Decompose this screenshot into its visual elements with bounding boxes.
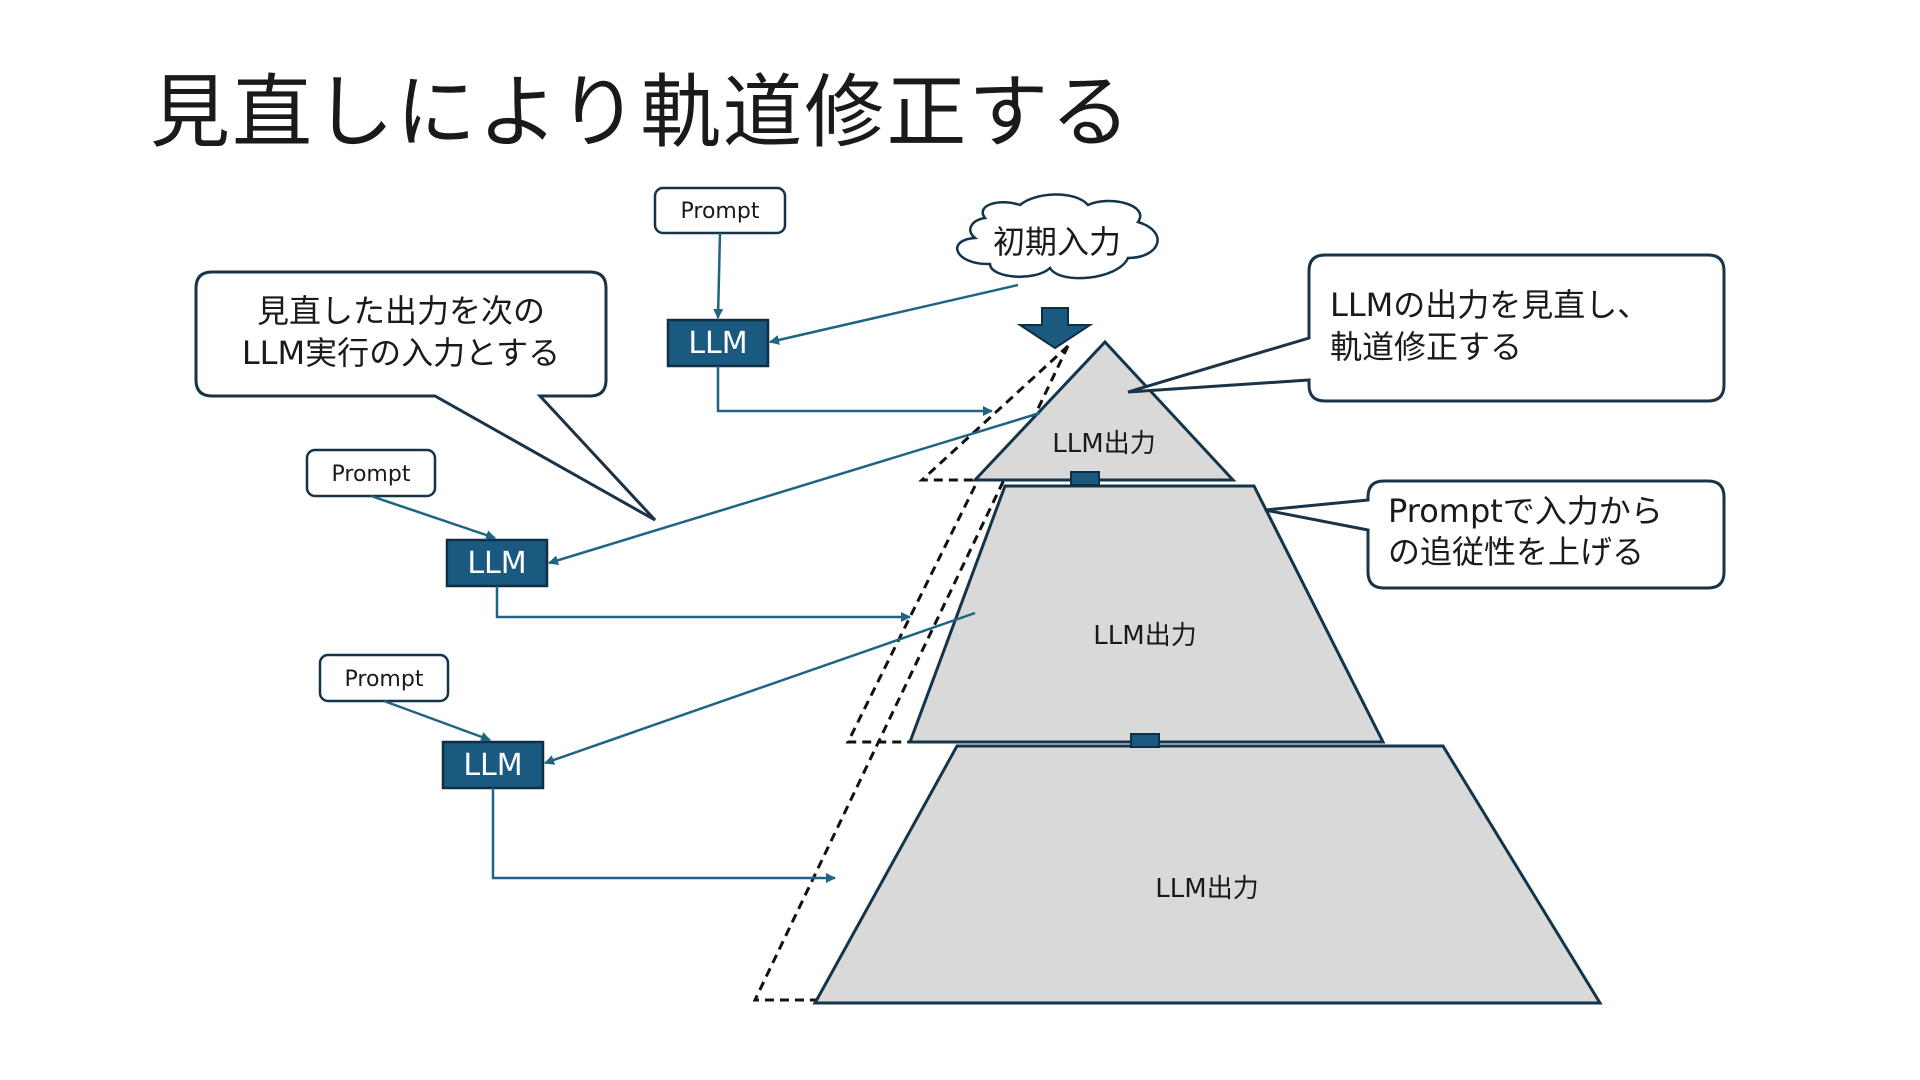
callout-right-mid: Promptで入力から の追従性を上げる (1264, 479, 1726, 590)
llm-box-3: LLM (441, 740, 545, 790)
prompt-label-3: Prompt (345, 667, 424, 692)
initial-input-cloud: 初期入力 (956, 193, 1159, 280)
llm-box-2: LLM (445, 538, 549, 588)
llm-label-2: LLM (467, 546, 526, 581)
llm-label-3: LLM (463, 748, 522, 783)
callout-right-top-line1: LLMの出力を見直し、 (1330, 286, 1649, 324)
down-arrow-icon (1016, 307, 1094, 350)
output-label-top: LLM出力 (1052, 429, 1155, 459)
arrow-input-to-llm1 (769, 283, 1019, 345)
callout-left: 見直した出力を次の LLM実行の入力とする (194, 270, 657, 522)
arrow-tier2-to-llm3 (544, 611, 976, 765)
arrow-tier1-to-llm2 (548, 411, 1041, 566)
callout-right-mid-line1: Promptで入力から (1388, 492, 1663, 530)
prompt-label-1: Prompt (681, 199, 760, 224)
pyramid-tier-bottom (812, 744, 1603, 1005)
callout-left-line1: 見直した出力を次の (257, 292, 545, 330)
callout-left-line2: LLM実行の入力とする (242, 334, 560, 372)
arrow-llm1-to-tier1 (716, 366, 993, 416)
output-label-middle: LLM出力 (1093, 621, 1196, 651)
initial-input-label: 初期入力 (993, 223, 1121, 261)
prompt-box-3: Prompt (318, 653, 450, 703)
tier-connector-bottom (1130, 733, 1160, 748)
flow-arrows (370, 232, 1041, 883)
tier-connector-top (1070, 471, 1100, 486)
prompt-box-2: Prompt (305, 448, 437, 498)
pyramid-tier-top (971, 339, 1237, 482)
pyramid-tier-middle (907, 484, 1386, 744)
slide-title: 見直しにより軌道修正する (150, 66, 1133, 159)
arrow-prompt2-to-llm2 (370, 494, 496, 540)
llm-label-1: LLM (688, 326, 747, 361)
arrow-prompt1-to-llm1 (713, 232, 724, 319)
callout-right-top-line2: 軌道修正する (1330, 328, 1522, 366)
arrow-llm2-to-tier2 (495, 586, 911, 622)
prompt-label-2: Prompt (332, 462, 411, 487)
prompt-box-1: Prompt (653, 186, 787, 235)
arrow-prompt3-to-llm3 (383, 699, 491, 742)
callout-right-top: LLMの出力を見直し、 軌道修正する (1127, 253, 1726, 403)
callout-right-mid-line2: の追従性を上げる (1388, 533, 1644, 571)
arrow-llm3-to-tier3 (491, 788, 836, 883)
llm-box-1: LLM (666, 318, 770, 368)
output-label-bottom: LLM出力 (1155, 874, 1258, 904)
